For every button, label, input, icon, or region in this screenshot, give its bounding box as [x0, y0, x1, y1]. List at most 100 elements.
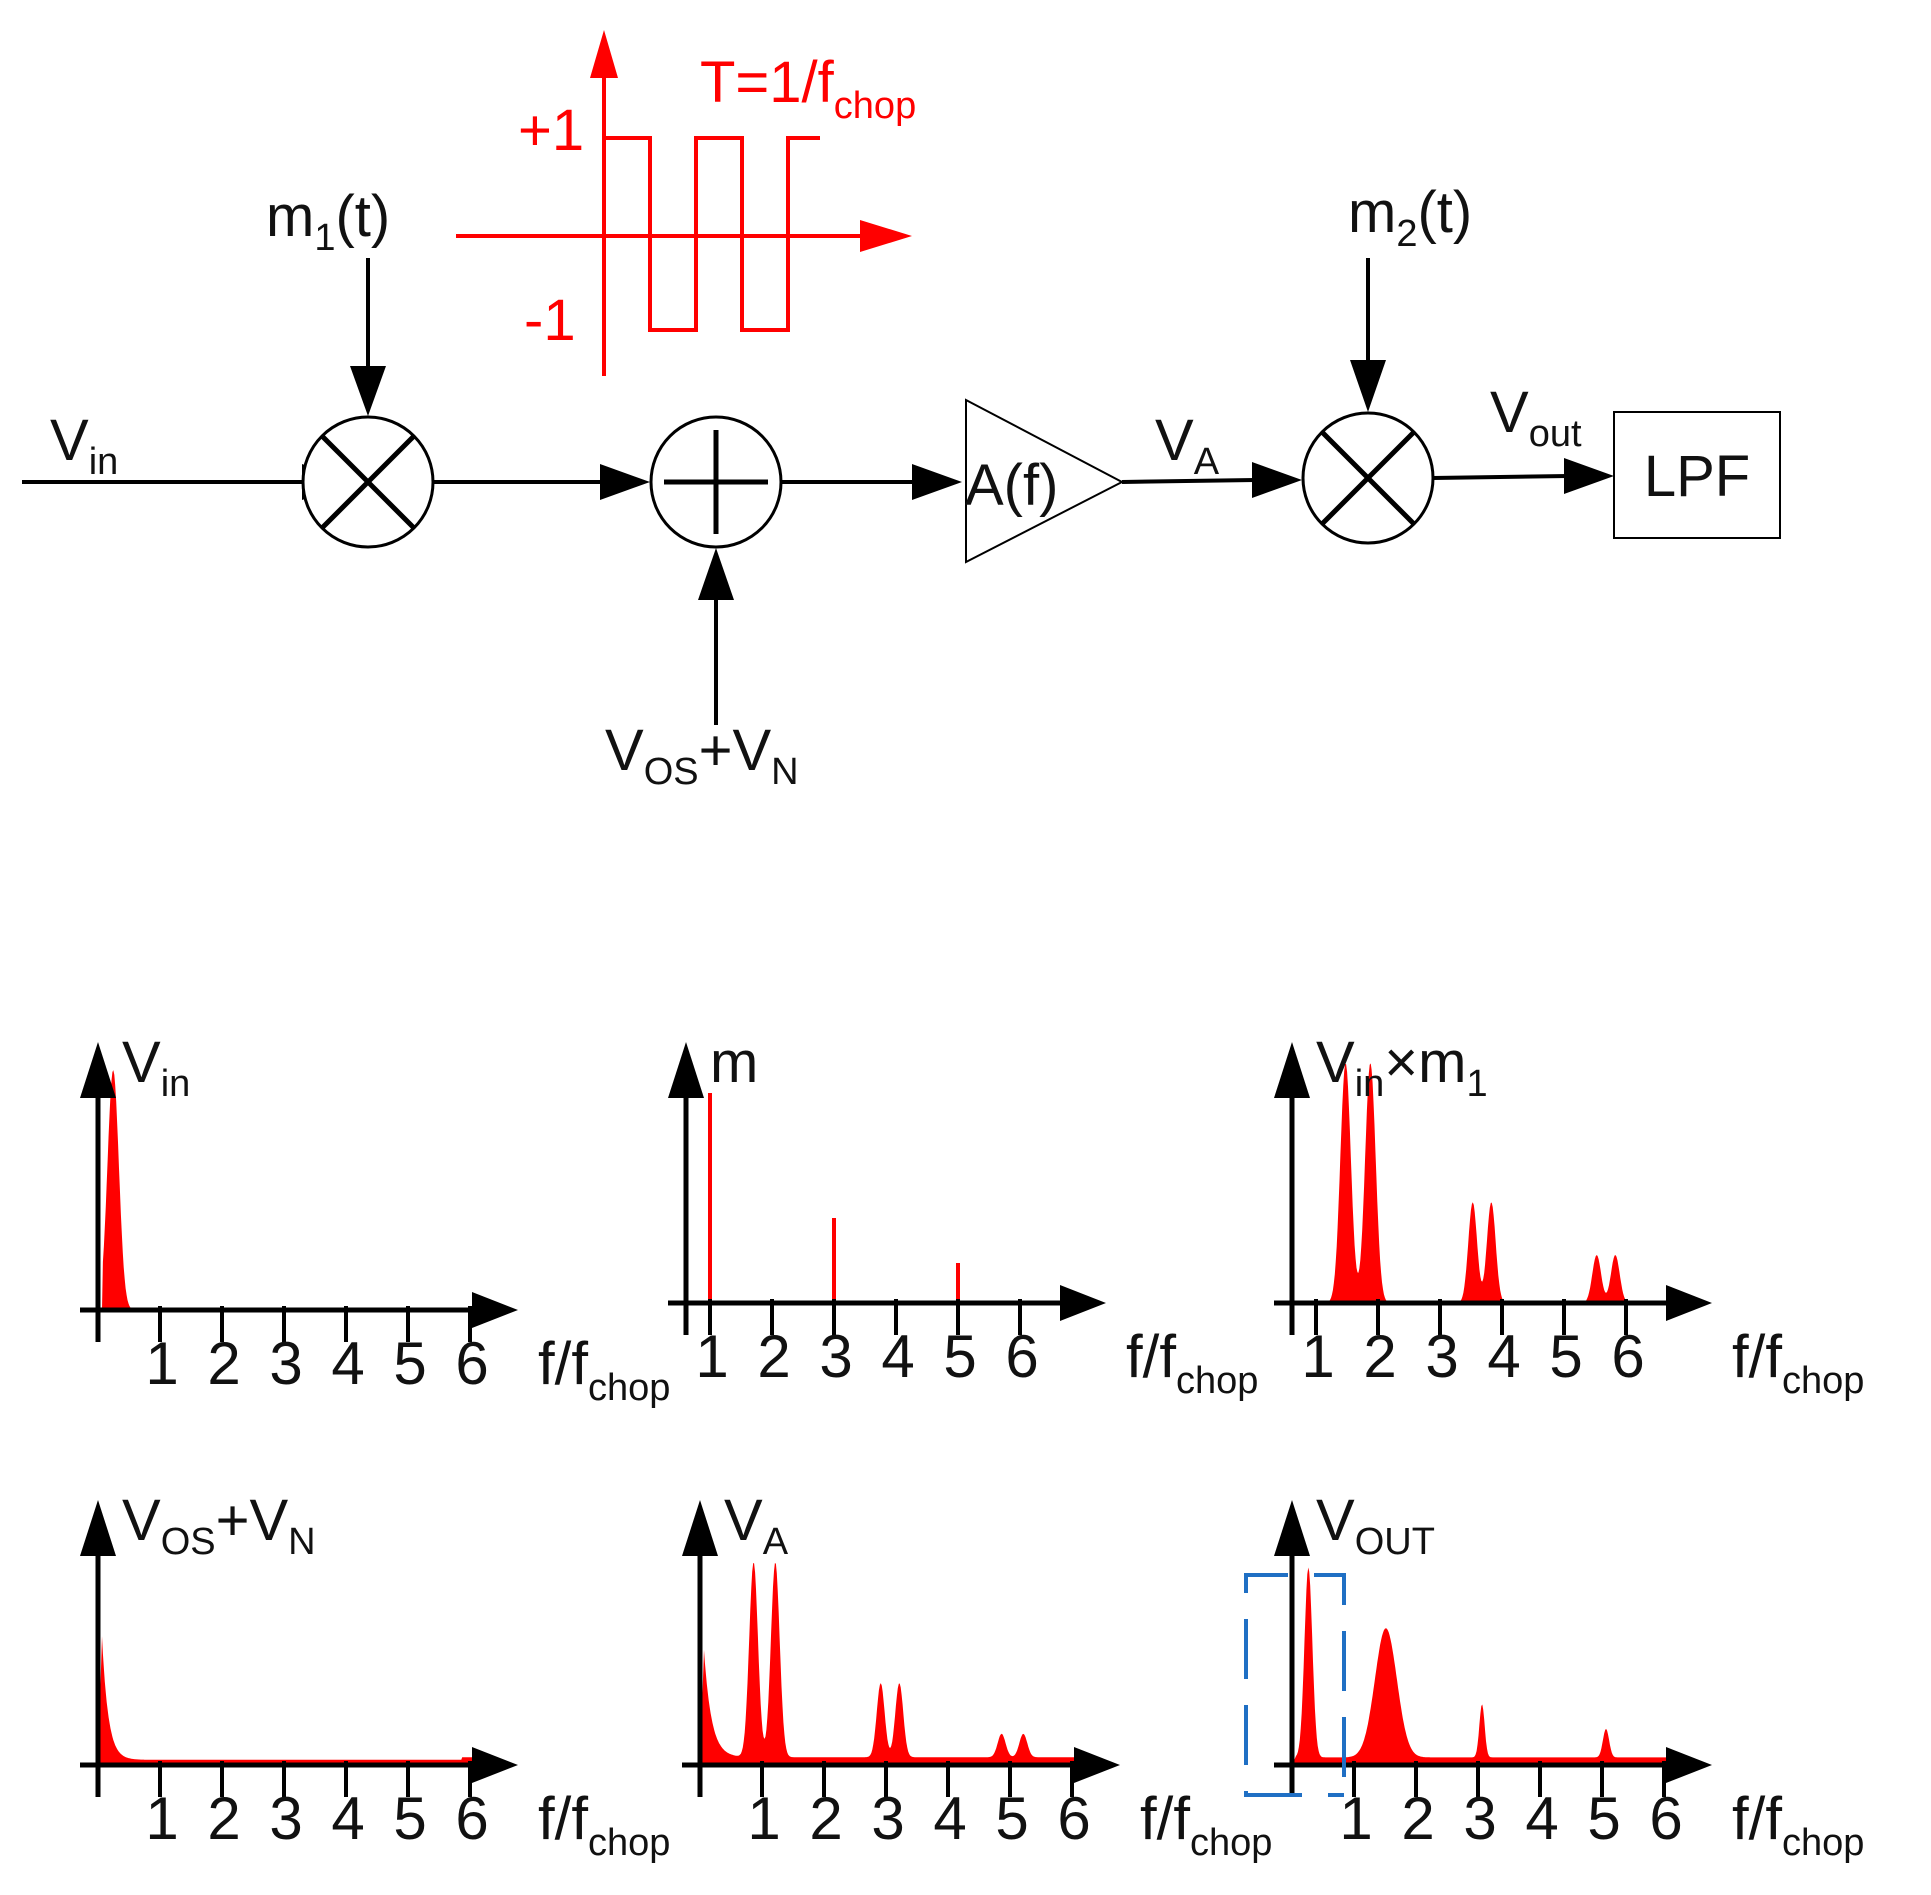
- amp-to-mult2-wire: [1121, 478, 1256, 484]
- vos-vn-arrowhead: [698, 548, 734, 600]
- x-axis-arrowhead: [472, 1292, 518, 1328]
- x-tick-label: 3: [1463, 1785, 1496, 1852]
- x-tick-label: 1: [145, 1785, 178, 1852]
- multiplier-1: [301, 415, 435, 549]
- x-tick-label: 5: [995, 1785, 1028, 1852]
- x-tick-label: 6: [455, 1785, 488, 1852]
- x-tick-label: 4: [1487, 1323, 1520, 1390]
- x-tick-label: 4: [881, 1323, 914, 1390]
- x-axis-arrowhead: [472, 1747, 518, 1783]
- lpf-box: [1613, 411, 1781, 539]
- x-tick-label: 5: [1587, 1785, 1620, 1852]
- x-tick-label: 1: [1301, 1323, 1334, 1390]
- x-tick-label: 5: [393, 1330, 426, 1397]
- x-tick-label: 3: [819, 1323, 852, 1390]
- x-tick-label: 4: [1525, 1785, 1558, 1852]
- x-tick-label: 1: [1339, 1785, 1372, 1852]
- x-tick-label: 2: [1401, 1785, 1434, 1852]
- adder: [649, 415, 783, 549]
- x-tick-label: 6: [1057, 1785, 1090, 1852]
- amplifier-label: A(f): [965, 453, 1058, 518]
- x-tick-label: 6: [1611, 1323, 1644, 1390]
- vos-vn-label: VOS+VN: [605, 718, 799, 793]
- dc-highlight-box: [1244, 1573, 1346, 1797]
- y-axis-arrowhead: [80, 1500, 116, 1556]
- panel-title: Vin: [122, 1030, 190, 1105]
- mult1-to-adder-arrowhead: [600, 464, 650, 500]
- x-tick-label: 2: [207, 1785, 240, 1852]
- panel-title: VA: [724, 1488, 789, 1563]
- lpf-label: LPF: [1644, 444, 1750, 509]
- x-axis-label: f/fchop: [1732, 1323, 1864, 1402]
- y-axis-arrowhead: [80, 1042, 116, 1098]
- x-tick-label: 4: [933, 1785, 966, 1852]
- x-tick-label: 3: [269, 1330, 302, 1397]
- block-diagram: Vin m1(t) VOS+VN A(f): [22, 30, 1781, 793]
- spectrum-fill: [98, 1636, 481, 1765]
- panel-title: m: [710, 1030, 758, 1095]
- amplifier: [965, 398, 1125, 564]
- x-tick-label: 2: [207, 1330, 240, 1397]
- spectrum-fill: [1292, 1063, 1675, 1303]
- x-tick-label: 5: [943, 1323, 976, 1390]
- x-axis-label: f/fchop: [1126, 1323, 1258, 1402]
- chop-period-label: T=1/fchop: [700, 50, 916, 127]
- mult2-to-lpf-wire: [1432, 474, 1569, 480]
- y-axis-arrowhead: [668, 1042, 704, 1098]
- spectrum-fill: [700, 1563, 1083, 1765]
- chop-high-label: +1: [518, 98, 584, 163]
- panel-title: VOUT: [1316, 1488, 1435, 1563]
- y-axis-arrowhead: [1274, 1500, 1310, 1556]
- spectrum-fill: [1292, 1567, 1675, 1765]
- x-tick-label: 4: [331, 1785, 364, 1852]
- vout-label: Vout: [1490, 380, 1582, 455]
- x-tick-label: 5: [393, 1785, 426, 1852]
- x-axis-arrowhead: [1666, 1285, 1712, 1321]
- panel-title: Vin×m1: [1316, 1030, 1488, 1105]
- vin-label: Vin: [50, 408, 118, 483]
- x-tick-label: 3: [269, 1785, 302, 1852]
- x-axis-label: f/fchop: [538, 1330, 670, 1409]
- x-tick-label: 1: [695, 1323, 728, 1390]
- x-tick-label: 3: [871, 1785, 904, 1852]
- m2-label: m2(t): [1348, 180, 1472, 255]
- m2-arrowhead: [1350, 360, 1386, 412]
- x-tick-label: 3: [1425, 1323, 1458, 1390]
- x-tick-label: 6: [1649, 1785, 1682, 1852]
- multiplier-2: [1301, 411, 1435, 545]
- x-tick-label: 2: [757, 1323, 790, 1390]
- x-tick-label: 5: [1549, 1323, 1582, 1390]
- chop-low-label: -1: [524, 288, 576, 353]
- mult2-to-lpf-arrowhead: [1564, 458, 1614, 494]
- y-axis-arrowhead: [1274, 1042, 1310, 1098]
- m1-arrowhead: [350, 366, 386, 416]
- x-tick-label: 1: [747, 1785, 780, 1852]
- spectrum-fill: [98, 1070, 481, 1310]
- panel-title: VOS+VN: [122, 1488, 316, 1563]
- x-axis-label: f/fchop: [1732, 1785, 1864, 1864]
- x-axis-arrowhead: [1060, 1285, 1106, 1321]
- y-axis-arrowhead: [682, 1500, 718, 1556]
- chop-clock-waveform: +1 -1 T=1/fchop: [456, 30, 916, 376]
- x-tick-label: 4: [331, 1330, 364, 1397]
- x-tick-label: 6: [1005, 1323, 1038, 1390]
- va-label: VA: [1155, 408, 1220, 483]
- adder-to-amp-arrowhead: [912, 464, 962, 500]
- x-tick-label: 2: [809, 1785, 842, 1852]
- x-axis-arrowhead: [1074, 1747, 1120, 1783]
- x-tick-label: 1: [145, 1330, 178, 1397]
- x-axis-arrowhead: [1666, 1747, 1712, 1783]
- m1-label: m1(t): [266, 184, 390, 259]
- amp-to-mult2-arrowhead: [1252, 462, 1302, 498]
- x-axis-label: f/fchop: [538, 1785, 670, 1864]
- x-axis-label: f/fchop: [1140, 1785, 1272, 1864]
- x-tick-label: 6: [455, 1330, 488, 1397]
